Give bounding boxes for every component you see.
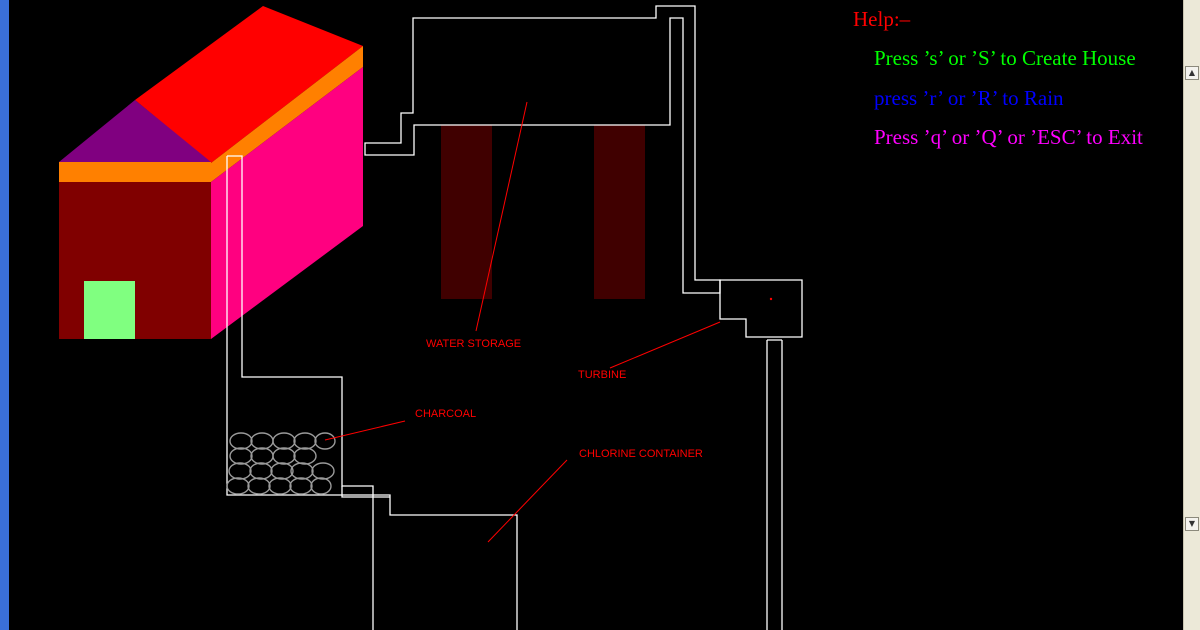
help-line-exit: Press ’q’ or ’Q’ or ’ESC’ to Exit: [874, 125, 1143, 149]
house: [59, 6, 363, 339]
turbine-box: [719, 279, 803, 338]
rain-pipe: [227, 155, 374, 630]
leader-charcoal: [324, 420, 406, 441]
scroll-up-arrow-icon[interactable]: ▲: [1185, 66, 1199, 80]
leader-water-storage: [475, 101, 528, 332]
window-frame-left: [0, 0, 9, 630]
house-roof-trim: [211, 46, 363, 182]
house-side-wall: [211, 67, 363, 339]
house-gable: [59, 100, 211, 162]
help-line-rain: press ’r’ or ’R’ to Rain: [874, 86, 1064, 110]
house-roof: [135, 6, 363, 163]
scroll-down-arrow-icon[interactable]: ▼: [1185, 517, 1199, 531]
house-door: [84, 281, 135, 339]
charcoal-filter: [226, 432, 336, 495]
outlet-pipe: [766, 339, 783, 630]
house-eave-trim: [59, 162, 211, 182]
leader-chlorine: [487, 459, 568, 543]
water-storage-tank: [364, 5, 721, 294]
vertical-scrollbar[interactable]: ▲ ▼: [1183, 0, 1200, 630]
rain-pipe-inner: [226, 156, 518, 630]
scene-svg: WATER STORAGE TURBINE CHARCOAL CHLORINE …: [59, 5, 803, 630]
help-line-create-house: Press ’s’ or ’S’ to Create House: [874, 46, 1136, 70]
turbine-marker-dot: [769, 297, 773, 301]
label-chlorine-container: CHLORINE CONTAINER: [579, 448, 703, 460]
chlorine-container-step: [341, 486, 390, 498]
storage-column-right: [594, 125, 645, 299]
label-turbine: TURBINE: [578, 369, 626, 381]
label-charcoal: CHARCOAL: [415, 408, 476, 420]
leader-turbine: [609, 321, 721, 369]
help-title: Help:–: [853, 7, 911, 31]
label-water-storage: WATER STORAGE: [426, 338, 521, 350]
drawing-canvas: WATER STORAGE TURBINE CHARCOAL CHLORINE …: [9, 0, 1183, 630]
storage-column-left: [441, 125, 492, 299]
